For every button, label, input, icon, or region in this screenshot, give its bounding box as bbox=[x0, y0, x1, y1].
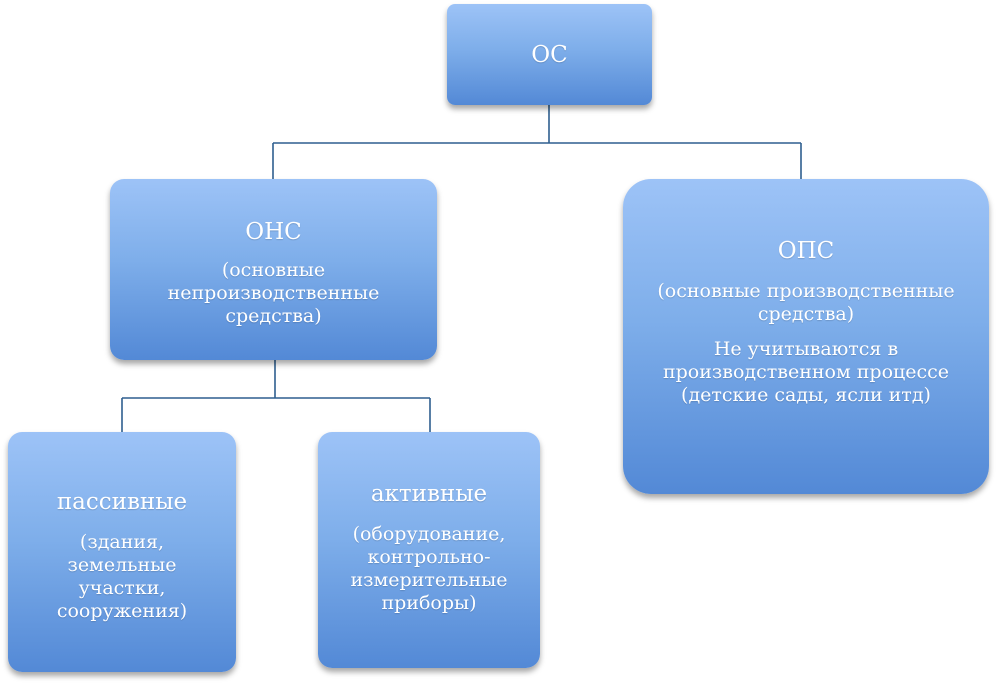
node-passive-title: пассивные bbox=[56, 489, 188, 515]
node-ops-note: Не учитываются в производственном процес… bbox=[662, 338, 950, 406]
node-ops-title: ОПС bbox=[777, 238, 835, 264]
connector-root-to-children bbox=[272, 105, 802, 179]
node-os-title: ОС bbox=[531, 41, 568, 68]
connector-ons-to-children bbox=[121, 360, 431, 432]
node-ons-subtitle: (основные непроизводственные средства) bbox=[167, 259, 380, 327]
node-active-title: активные bbox=[370, 481, 488, 507]
node-passive-subtitle: (здания, земельные участки, сооружения) bbox=[56, 531, 188, 622]
node-os: ОС bbox=[447, 4, 652, 105]
node-ops-subtitle: (основные производственные средства) bbox=[657, 280, 955, 325]
node-active-subtitle: (оборудование, контрольно-измерительные … bbox=[350, 523, 508, 614]
node-active: активные (оборудование, контрольно-измер… bbox=[318, 432, 540, 668]
node-passive: пассивные (здания, земельные участки, со… bbox=[8, 432, 236, 672]
node-ons-title: ОНС bbox=[245, 219, 302, 245]
node-ops: ОПС (основные производственные средства)… bbox=[623, 179, 989, 494]
node-ons: ОНС (основные непроизводственные средств… bbox=[110, 179, 437, 360]
